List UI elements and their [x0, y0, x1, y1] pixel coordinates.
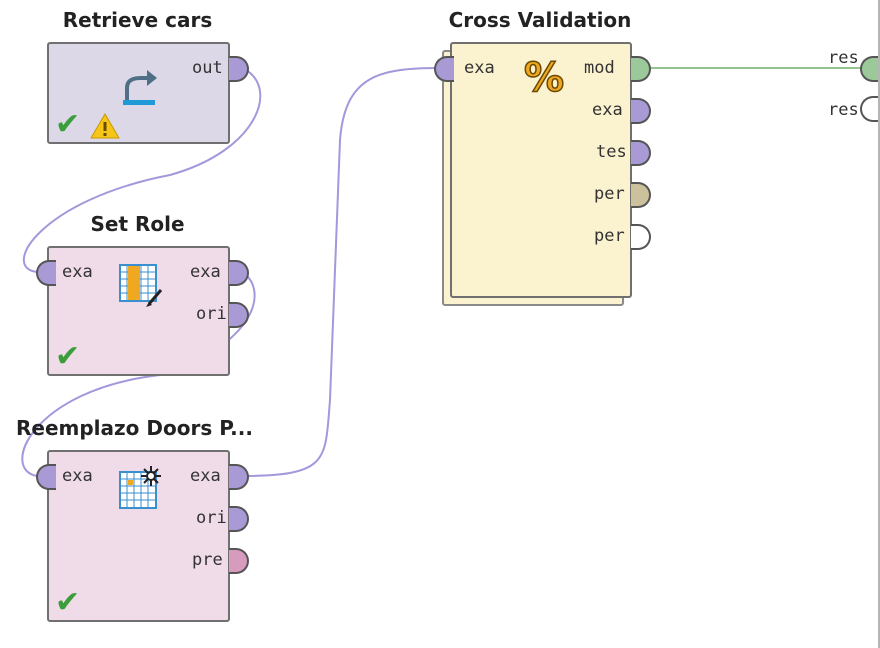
success-check-icon: ✔ — [55, 107, 81, 142]
port-label-exa: exa — [190, 466, 221, 486]
port-setrole-out-exa[interactable] — [229, 260, 249, 286]
warning-icon — [90, 113, 120, 139]
port-label-mod: mod — [584, 58, 615, 78]
port-label-ori: ori — [196, 508, 227, 528]
port-reemplazo-in-exa[interactable] — [36, 464, 56, 490]
operator-title-setrole: Set Role — [90, 212, 185, 236]
port-label-pre: pre — [192, 550, 223, 570]
port-label-exa: exa — [464, 58, 495, 78]
result-port-1[interactable] — [860, 56, 878, 82]
operator-cross-validation[interactable]: % — [450, 42, 632, 298]
port-crossval-out-exa[interactable] — [631, 98, 651, 124]
port-reemplazo-out-ori[interactable] — [229, 506, 249, 532]
set-role-table-icon — [119, 264, 163, 307]
result-port-label: res — [828, 48, 859, 68]
port-label-tes: tes — [596, 142, 627, 162]
port-crossval-out-per[interactable] — [631, 182, 651, 208]
port-label-out: out — [192, 58, 223, 78]
operator-retrieve-cars[interactable]: ✔ — [47, 42, 230, 144]
canvas-right-border — [878, 0, 880, 648]
success-check-icon: ✔ — [55, 339, 81, 374]
result-port-2[interactable] — [860, 96, 878, 122]
success-check-icon: ✔ — [55, 585, 81, 620]
retrieve-arrow-icon — [123, 70, 157, 105]
result-port-label: res — [828, 100, 859, 120]
port-retrieve-out[interactable] — [229, 56, 249, 82]
operator-title-retrieve: Retrieve cars — [62, 8, 213, 32]
port-setrole-out-ori[interactable] — [229, 302, 249, 328]
port-label-exa: exa — [190, 262, 221, 282]
port-label-exa: exa — [592, 100, 623, 120]
operator-set-role[interactable]: ✔ — [47, 246, 230, 376]
port-crossval-in-exa[interactable] — [434, 56, 454, 82]
wire-reemplazo-to-crossval[interactable] — [241, 67, 441, 477]
operator-reemplazo[interactable]: ✔ — [47, 450, 230, 622]
port-label-exa: exa — [62, 262, 93, 282]
port-label-per: per — [594, 226, 625, 246]
port-crossval-out-mod[interactable] — [631, 56, 651, 82]
operator-title-reemplazo: Reemplazo Doors P... — [16, 416, 253, 440]
operator-title-crossval: Cross Validation — [448, 8, 632, 32]
port-crossval-out-tes[interactable] — [631, 140, 651, 166]
port-label-ori: ori — [196, 304, 227, 324]
port-label-per: per — [594, 184, 625, 204]
port-setrole-in-exa[interactable] — [36, 260, 56, 286]
port-crossval-out-per-2[interactable] — [631, 224, 651, 250]
percent-icon: % — [523, 55, 565, 101]
port-reemplazo-out-pre[interactable] — [229, 548, 249, 574]
port-label-exa: exa — [62, 466, 93, 486]
replace-table-icon — [119, 466, 161, 509]
port-reemplazo-out-exa[interactable] — [229, 464, 249, 490]
